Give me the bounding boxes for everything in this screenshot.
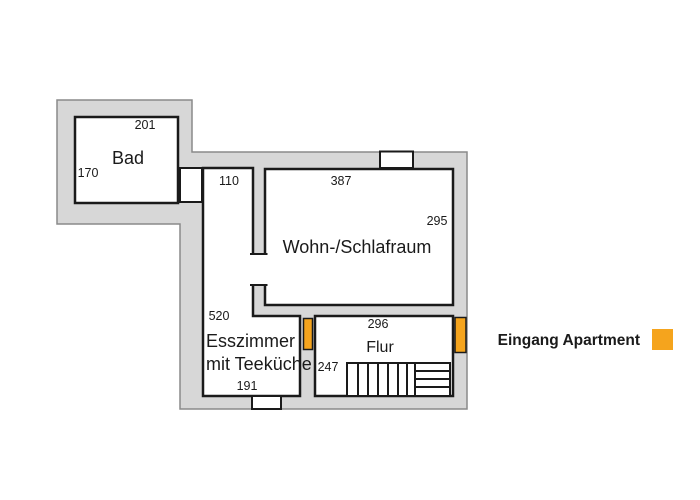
corridor-width-label: 110 [219,174,239,188]
room-bad [73,115,180,205]
flur-width-label: 296 [368,317,389,331]
bad-height-label: 170 [78,166,99,180]
entrance-door-esszimmer-flur [302,317,314,351]
wohnraum-name-label: Wohn-/Schlafraum [283,237,432,257]
bad-width-label: 201 [135,118,156,132]
room-wohn-schlafraum [263,167,455,307]
bad-name-label: Bad [112,148,144,168]
door-opening-wohnraum [250,254,268,285]
entrance-door-flur-outside [454,316,467,354]
esszimmer-bottom-width-label: 191 [237,379,258,393]
stairs [346,362,451,397]
esszimmer-name-line1: Esszimmer [206,331,295,351]
window-top [379,150,414,169]
flur-name-label: Flur [366,339,394,356]
wohnraum-width-label: 387 [331,174,352,188]
window-bottom [251,395,282,410]
esszimmer-length-label: 520 [209,309,230,323]
wall-niche [179,167,203,203]
legend-label: Eingang Apartment [498,332,640,349]
legend-entrance-swatch [652,329,673,350]
flur-height-label: 247 [318,360,339,374]
wohnraum-height-label: 295 [427,214,448,228]
esszimmer-name-line2: mit Teeküche [206,354,312,374]
